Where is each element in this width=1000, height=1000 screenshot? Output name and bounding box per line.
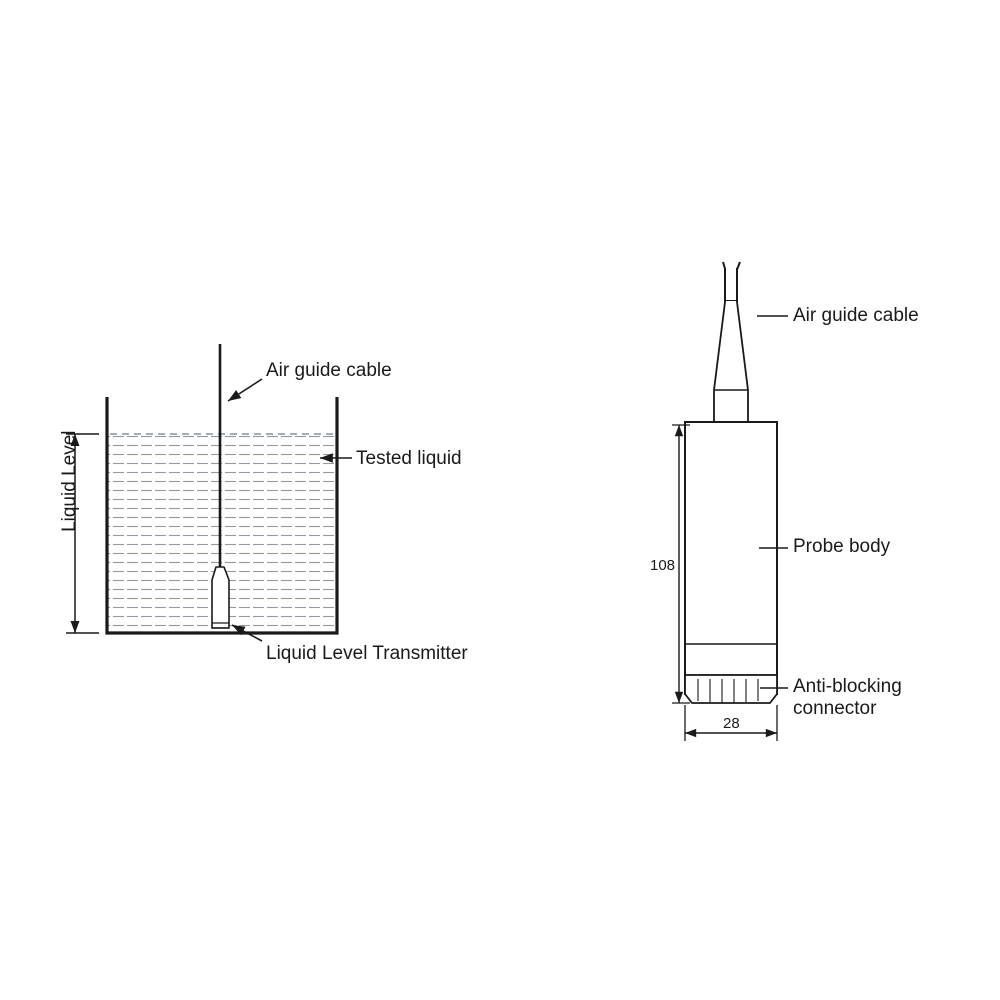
probe-body-rect xyxy=(684,421,778,695)
leader-liquid-level-transmitter xyxy=(231,624,263,642)
air-guide-cable-fork-fill xyxy=(725,268,737,300)
anti-blocking-connector xyxy=(684,674,778,704)
tank-group xyxy=(66,344,352,642)
label-air-guide-cable-right: Air guide cable xyxy=(793,305,919,326)
probe-detail-group xyxy=(672,261,788,741)
label-anti-blocking-line2: connector xyxy=(793,698,877,720)
label-air-guide-cable-left: Air guide cable xyxy=(266,360,392,381)
tank-wall xyxy=(105,397,339,635)
label-anti-blocking-connector: Anti-blocking connector xyxy=(793,676,902,721)
liquid-level-dimension xyxy=(66,433,99,634)
liquid-level-transmitter-body xyxy=(211,344,230,629)
label-anti-blocking-line1: Anti-blocking xyxy=(793,676,902,697)
cable-gland-taper xyxy=(713,301,749,423)
label-liquid-level-axis: Liquid Level xyxy=(58,430,80,532)
label-probe-body: Probe body xyxy=(793,536,891,557)
leader-air-guide-cable-left xyxy=(227,378,263,402)
dimension-height-108 xyxy=(672,424,690,704)
probe-shoulder xyxy=(211,566,230,629)
connector-slots xyxy=(697,679,759,703)
dimension-label-diameter: 28 xyxy=(723,715,740,732)
label-liquid-level-transmitter: Liquid Level Transmitter xyxy=(266,643,468,664)
label-tested-liquid: Tested liquid xyxy=(356,448,462,469)
dimension-label-height: 108 xyxy=(650,557,676,574)
dimension-diameter-28 xyxy=(684,705,778,741)
